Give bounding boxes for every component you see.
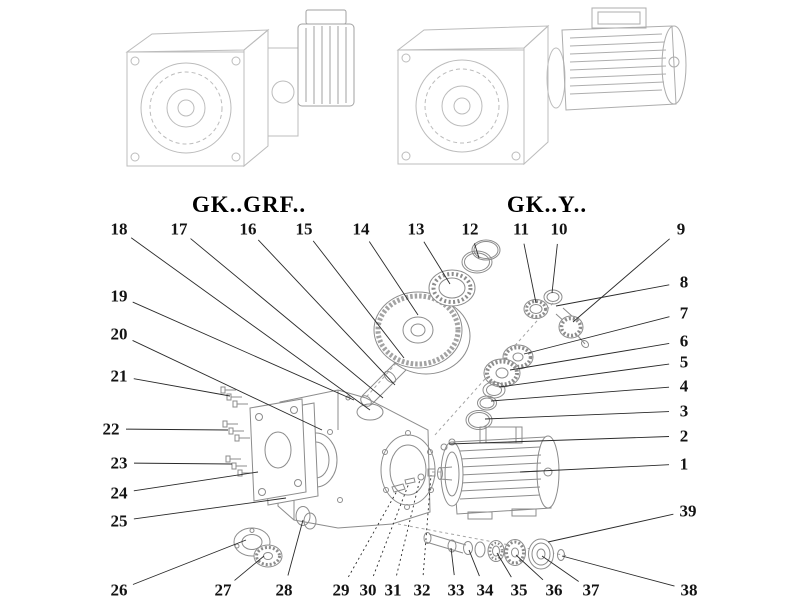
leader-line-11 [523,243,537,304]
leader-line-34 [468,549,480,577]
callout-25: 25 [110,511,128,531]
leader-line-19 [132,301,355,401]
leader-line-16 [257,239,396,386]
leader-line-9 [572,238,670,323]
leader-line-3 [484,411,670,420]
leader-line-7 [523,316,670,355]
callout-4: 4 [679,376,689,396]
small-fasteners [391,468,436,493]
motor-drawing [561,7,687,111]
main-gear [373,291,471,375]
leader-line-25 [133,497,287,520]
callout-9: 9 [676,219,686,239]
leader-line-33 [450,547,455,576]
callout-21: 21 [110,366,128,386]
leader-line-32 [422,474,432,576]
callout-13: 13 [407,219,425,239]
overview-drawing-gk-grf [125,9,355,168]
callout-14: 14 [352,219,370,239]
callout-16: 16 [239,219,257,239]
callout-7: 7 [679,303,689,323]
callout-36: 36 [545,580,563,600]
leader-line-24 [133,471,259,492]
callout-1: 1 [679,454,689,474]
callout-35: 35 [510,580,528,600]
callout-37: 37 [582,580,600,600]
variant-title-y: GK..Y.. [506,192,588,217]
leader-line-18 [130,237,371,411]
leader-line-17 [190,238,384,399]
callout-3: 3 [679,401,689,421]
upper-bearing [428,269,476,307]
callout-8: 8 [679,272,689,292]
leader-line-14 [368,241,419,316]
leader-line-30 [372,482,410,577]
callout-19: 19 [110,286,128,306]
finned-input-cover [297,9,355,107]
leader-line-22 [125,428,229,431]
callout-6: 6 [679,331,689,351]
leader-line-2 [448,436,670,445]
callout-18: 18 [110,219,128,239]
leader-line-8 [555,284,670,307]
callout-23: 23 [110,453,128,473]
leader-line-39 [547,513,674,543]
callout-2: 2 [679,426,689,446]
output-flange [249,398,307,502]
exploded-view [220,239,590,570]
callout-10: 10 [550,219,568,239]
leader-line-6 [509,343,670,371]
leader-line-28 [287,519,304,576]
flange-screws [220,386,253,477]
callout-31: 31 [384,580,402,600]
leader-line-35 [496,552,512,578]
leader-line-12 [474,243,480,259]
callout-11: 11 [512,219,530,239]
motor [437,426,560,520]
leader-line-27 [234,555,265,581]
pinion-stack [523,289,590,349]
callout-12: 12 [461,219,479,239]
bevel-pinion [555,307,590,349]
output-gear [253,544,283,568]
callout-30: 30 [359,580,377,600]
leader-line-36 [515,554,544,581]
leader-line-1 [519,464,670,473]
leader-line-4 [490,386,670,402]
callout-26: 26 [110,580,128,600]
callout-29: 29 [332,580,350,600]
callout-32: 32 [413,580,431,600]
leader-line-15 [312,240,405,359]
shim-rings [295,506,317,530]
leader-line-5 [498,363,670,388]
leader-line-13 [423,241,451,285]
leader-line-29 [347,490,398,578]
callout-20: 20 [110,324,128,344]
leader-line-23 [133,462,233,465]
leader-line-20 [132,340,323,431]
leader-line-21 [133,378,231,397]
callout-27: 27 [214,580,232,600]
leader-line-31 [396,478,421,576]
callout-38: 38 [680,580,698,600]
callout-22: 22 [102,419,120,439]
variant-title-grf: GK..GRF.. [191,192,307,217]
callout-33: 33 [447,580,465,600]
callout-39: 39 [679,501,697,521]
callout-15: 15 [295,219,313,239]
leader-line-38 [561,555,675,587]
callout-34: 34 [476,580,494,600]
overview-drawing-gk-y [396,7,687,166]
leader-line-37 [541,555,579,582]
callout-17: 17 [170,219,188,239]
callout-24: 24 [110,483,128,503]
spacer-rings [465,381,506,430]
callout-5: 5 [679,352,689,372]
leader-line-10 [551,243,558,294]
callout-28: 28 [275,580,293,600]
leader-line-26 [132,539,247,585]
